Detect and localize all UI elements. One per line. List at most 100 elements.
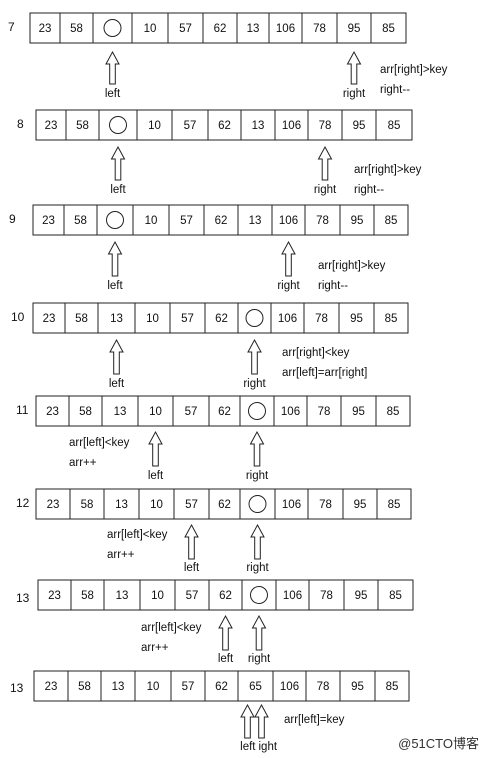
array-cell <box>308 579 345 611</box>
right-pointer-arrow <box>281 240 296 277</box>
array-cell <box>237 204 273 236</box>
array-cell <box>336 12 372 44</box>
step-annotation: arr[right]<key <box>282 347 350 359</box>
cell-value: 57 <box>179 23 192 35</box>
empty-slot-circle <box>248 402 266 420</box>
ight-pointer-arrow <box>254 703 269 739</box>
array-cell <box>64 302 99 334</box>
left-pointer-arrow <box>240 703 255 739</box>
cell-value: 57 <box>181 313 194 325</box>
step-number: 12 <box>16 496 30 510</box>
cell-value: 57 <box>186 590 199 602</box>
array-cell <box>340 395 377 427</box>
pointer-label: right <box>243 378 266 390</box>
pointer-label: left <box>109 378 125 390</box>
array-cell <box>168 204 205 236</box>
cell-value: 13 <box>252 120 265 132</box>
cell-value: 78 <box>317 681 330 693</box>
array-cell <box>32 302 66 334</box>
array-cell <box>270 302 305 334</box>
left-pointer-arrow <box>105 50 120 85</box>
array-cell <box>301 12 338 44</box>
array-cell <box>137 395 174 427</box>
empty-slot-circle <box>250 586 268 604</box>
left-pointer-arrow <box>148 430 163 467</box>
pointer-label: ight <box>259 741 278 753</box>
step-annotation: right-- <box>354 184 384 196</box>
array-cell <box>208 579 243 611</box>
pointer-label: right <box>343 88 366 100</box>
array-cell <box>376 488 412 520</box>
cell-value: 13 <box>112 681 125 693</box>
array-cell <box>35 395 70 427</box>
cell-value: 58 <box>79 406 92 418</box>
array-cell <box>373 302 409 334</box>
empty-slot-circle <box>103 19 122 37</box>
cell-value: 58 <box>81 590 94 602</box>
array-cell <box>236 12 270 44</box>
array-cell <box>375 109 413 141</box>
step-number: 13 <box>16 591 30 605</box>
left-pointer-arrow <box>110 145 126 181</box>
array-cell <box>134 670 172 702</box>
array-cell <box>305 670 341 702</box>
cell-value: 78 <box>316 215 329 227</box>
cell-value: 95 <box>355 590 368 602</box>
pointer-label: left <box>107 280 123 292</box>
array-cell <box>70 579 105 611</box>
cell-value: 13 <box>247 23 260 35</box>
right-pointer-arrow <box>346 50 362 85</box>
step-annotation: arr[left]=arr[right] <box>282 367 367 379</box>
cell-value: 23 <box>46 406 59 418</box>
cell-value: 62 <box>215 215 228 227</box>
step-annotation: right-- <box>318 280 348 292</box>
array-cell <box>303 302 340 334</box>
cell-value: 78 <box>320 590 333 602</box>
cell-value: 62 <box>218 406 231 418</box>
array-cell <box>169 302 206 334</box>
array-cell <box>33 670 69 702</box>
cell-value: 10 <box>146 313 159 325</box>
array-cell <box>170 670 206 702</box>
cell-value: 85 <box>385 215 398 227</box>
pointer-label: left <box>110 184 126 196</box>
step-number: 9 <box>9 212 16 226</box>
array-cell <box>138 488 175 520</box>
array-cell <box>103 579 141 611</box>
cell-value: 23 <box>47 499 60 511</box>
pointer-label: right <box>314 184 337 196</box>
cell-value: 106 <box>282 499 301 511</box>
array-cell <box>375 395 411 427</box>
cell-value: 85 <box>387 406 400 418</box>
right-pointer-arrow <box>247 338 262 375</box>
cell-value: 78 <box>315 313 328 325</box>
cell-value: 95 <box>354 499 367 511</box>
cell-value: 57 <box>180 215 193 227</box>
cell-value: 10 <box>147 681 160 693</box>
array-cell <box>203 204 239 236</box>
cell-value: 10 <box>149 406 162 418</box>
left-pointer-arrow <box>109 338 124 375</box>
cell-value: 58 <box>74 215 87 227</box>
cell-value: 106 <box>279 215 298 227</box>
array-cell <box>306 395 342 427</box>
cell-value: 57 <box>185 406 198 418</box>
right-pointer-arrow <box>249 430 265 467</box>
cell-value: 62 <box>218 120 231 132</box>
step-annotation: arr[left]=key <box>284 714 345 726</box>
cell-value: 85 <box>388 120 401 132</box>
step-annotation: arr++ <box>107 549 135 561</box>
cell-value: 13 <box>110 313 123 325</box>
cell-value: 85 <box>385 313 398 325</box>
array-cell <box>343 579 379 611</box>
step-annotation: right-- <box>380 84 410 96</box>
array-cell <box>370 12 407 44</box>
array-cell <box>171 109 209 141</box>
cell-value: 23 <box>45 120 58 132</box>
